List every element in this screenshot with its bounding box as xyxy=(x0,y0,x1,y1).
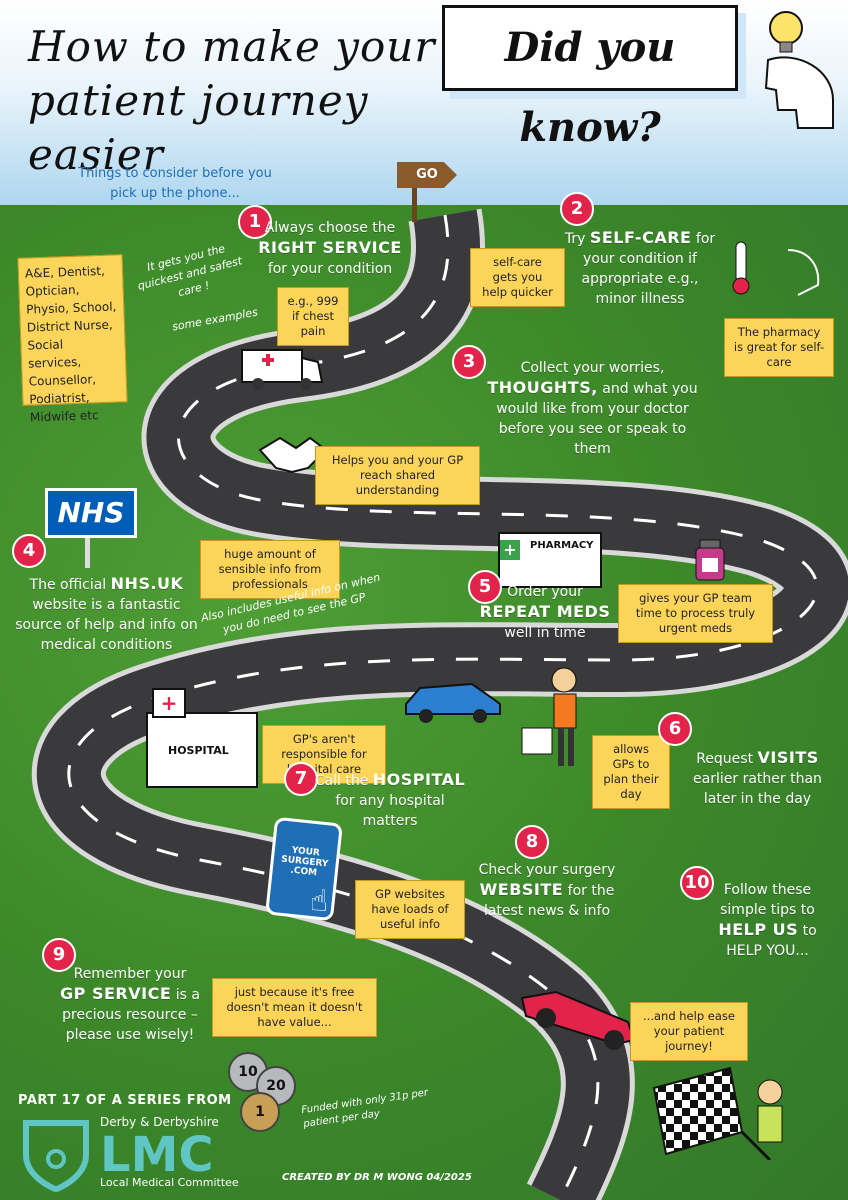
step-3-line2: and what you would like from your doctor… xyxy=(496,381,698,457)
step-5-text: Order your REPEAT MEDS well in time xyxy=(475,582,615,643)
step-3-badge: 3 xyxy=(452,345,486,379)
step-1-badge: 1 xyxy=(238,205,272,239)
hospital-sign: HOSPITAL xyxy=(168,744,229,757)
step-1-line1: Always choose the xyxy=(264,220,396,236)
step-5-highlight: REPEAT MEDS xyxy=(479,602,611,621)
step-5-callout: gives your GP team time to process truly… xyxy=(618,584,773,643)
step-4-line2: website is a fantastic source of help an… xyxy=(15,597,198,653)
step-2-highlight: SELF-CARE xyxy=(589,228,692,247)
subtitle: Things to consider before you pick up th… xyxy=(78,166,272,201)
step-10-line1: Follow these simple tips to xyxy=(720,882,815,918)
step-8-highlight: WEBSITE xyxy=(479,880,564,899)
step-5-line2: well in time xyxy=(504,625,586,641)
page-title: How to make your patient journey easier xyxy=(28,22,436,179)
step-7-highlight: HOSPITAL xyxy=(372,770,466,789)
thinking-head-lightbulb-icon xyxy=(764,11,834,129)
step-4-highlight: NHS.UK xyxy=(110,574,184,593)
step-2-callout: The pharmacy is great for self-care xyxy=(724,318,834,377)
coin-20: 20 xyxy=(256,1066,296,1106)
lmc-logo-icon xyxy=(23,1120,89,1193)
step-7-text: Call the HOSPITAL for any hospital matte… xyxy=(310,770,470,831)
step-7-callout: GP's aren't responsible for hospital car… xyxy=(262,725,386,784)
lmc-brand-sub: Local Medical Committee xyxy=(100,1176,239,1189)
step-9-highlight: GP SERVICE xyxy=(60,984,172,1003)
step-10-callout: ...and help ease your patient journey! xyxy=(630,1002,748,1061)
step-9-callout: just because it's free doesn't mean it d… xyxy=(212,978,377,1037)
blue-car-icon xyxy=(405,682,501,723)
waving-person-icon xyxy=(757,1079,783,1143)
step-7-line1: Call the xyxy=(314,773,369,789)
step-6-line2: earlier rather than later in the day xyxy=(693,771,822,807)
step-5-line1: Order your xyxy=(507,584,583,600)
lmc-brand-line: Derby & Derbyshire xyxy=(100,1115,219,1129)
hospital-cross-icon: + xyxy=(152,688,186,718)
step-5-badge: 5 xyxy=(468,570,502,604)
step-8-line1: Check your surgery xyxy=(478,862,616,878)
nhs-sign-post xyxy=(85,528,90,568)
step-9-badge: 9 xyxy=(42,938,76,972)
step-8-text: Check your surgery WEBSITE for the lates… xyxy=(468,860,626,921)
ambulance-icon xyxy=(241,349,324,390)
step-3-callout: Helps you and your GP reach shared under… xyxy=(315,446,480,505)
step-3-text: Collect your worries, THOUGHTS, and what… xyxy=(485,358,700,459)
lmc-brand-big: LMC xyxy=(100,1127,214,1183)
step-4-text: The official NHS.UK website is a fantast… xyxy=(14,574,199,655)
hospital-building: HOSPITAL xyxy=(146,712,258,788)
step-6-text: Request VISITS earlier rather than later… xyxy=(680,748,835,809)
step-6-badge: 6 xyxy=(658,712,692,746)
phone-screen-text: YOUR SURGERY .COM xyxy=(280,845,329,879)
step-6-highlight: VISITS xyxy=(757,748,819,767)
step-10-highlight: HELP US xyxy=(718,920,799,939)
step-8-line2: for the latest news & info xyxy=(483,883,615,919)
go-sign-post xyxy=(412,186,417,222)
checkered-flag-icon xyxy=(652,1066,772,1160)
medicine-bottle-icon xyxy=(695,539,725,581)
step-4-badge: 4 xyxy=(12,534,46,568)
pointing-hand-icon: ☝ xyxy=(310,884,329,919)
step-2-line1: Try xyxy=(564,231,586,247)
red-convertible-icon xyxy=(520,990,636,1050)
step-1-highlight: RIGHT SERVICE xyxy=(258,238,402,257)
step-9-line2: is a precious resource – please use wise… xyxy=(62,987,200,1043)
coin-1: 1 xyxy=(240,1092,280,1132)
step-4-callout: huge amount of sensible info from profes… xyxy=(200,540,340,599)
step-3-line1: Collect your worries, xyxy=(520,360,665,376)
step-8-callout: GP websites have loads of useful info xyxy=(355,880,465,939)
step-1-line2: for your condition xyxy=(267,261,393,277)
step-9-line1: Remember your xyxy=(73,966,187,982)
smartphone-icon: YOUR SURGERY .COM xyxy=(265,816,343,922)
step-7-line2: for any hospital matters xyxy=(335,793,445,829)
step-10-line2: to HELP YOU... xyxy=(726,923,817,959)
step-2-line2: for your condition if appropriate e.g., … xyxy=(581,231,716,307)
pharmacy-cross-icon: + xyxy=(500,540,520,560)
step-3-highlight: THOUGHTS, xyxy=(487,378,598,397)
step-1-tip: e.g., 999 if chest pain xyxy=(277,287,349,346)
series-text: PART 17 OF A SERIES FROM xyxy=(18,1093,232,1108)
step-4-line1: The official xyxy=(29,577,107,593)
step-1-text: Always choose the RIGHT SERVICE for your… xyxy=(250,218,410,279)
step-10-text: Follow these simple tips to HELP US to H… xyxy=(710,880,825,961)
step-1-callout: self-care gets you help quicker xyxy=(470,248,565,307)
step-7-badge: 7 xyxy=(284,762,318,796)
pharmacy-sign: PHARMACY xyxy=(530,540,594,551)
thermometer-sneeze-icon xyxy=(732,241,820,296)
nhs-sign: NHS xyxy=(45,488,137,538)
step-2-text: Try SELF-CARE for your condition if appr… xyxy=(560,228,720,309)
did-you-know-box: Did you know? xyxy=(442,5,738,151)
step-9-text: Remember your GP SERVICE is a precious r… xyxy=(50,964,210,1045)
step-10-badge: 10 xyxy=(680,866,714,900)
step-2-badge: 2 xyxy=(560,192,594,226)
services-list-note: A&E, Dentist, Optician, Physio, School, … xyxy=(17,254,128,425)
go-sign: GO xyxy=(397,162,457,188)
step-6-line1: Request xyxy=(696,751,754,767)
created-by: CREATED BY DR M WONG 04/2025 xyxy=(282,1172,472,1183)
person-with-bag-icon xyxy=(521,667,577,766)
step-6-callout: allows GPs to plan their day xyxy=(592,735,670,809)
step-8-badge: 8 xyxy=(515,825,549,859)
